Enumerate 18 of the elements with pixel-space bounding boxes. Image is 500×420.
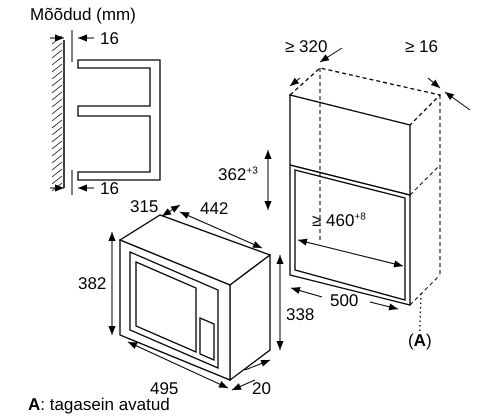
diagram-title: Mõõdud (mm): [30, 6, 136, 23]
dimension-label: 500: [330, 292, 358, 309]
dimension-label: ≥ 460$^{+8}$: [312, 212, 366, 229]
dimension-label: 495: [150, 380, 178, 397]
dimension-label: ≥ 16: [405, 38, 438, 55]
dimension-label: 442: [200, 200, 228, 217]
dimension-label: 16: [100, 30, 119, 47]
dimension-label: 382: [78, 275, 106, 292]
dimension-label: 16: [100, 180, 119, 197]
dimension-label: 20: [252, 380, 271, 397]
dimension-label: 315: [130, 198, 158, 215]
caption-note: A: tagasein avatud: [28, 396, 170, 413]
callout-label: (A): [408, 332, 432, 349]
dimension-label: 362$^{+3}$: [218, 166, 258, 183]
leader-line: [419, 294, 422, 332]
dimension-label: ≥ 320: [285, 38, 328, 55]
dimension-label: 338: [286, 306, 314, 323]
cabinet-drawing: [288, 67, 442, 306]
